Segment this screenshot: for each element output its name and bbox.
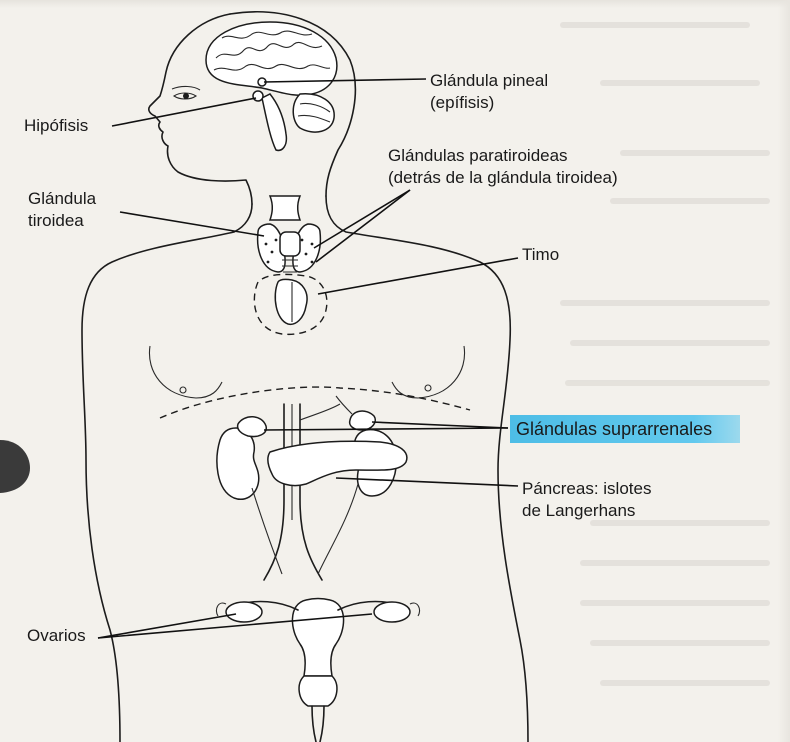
label-thyroid-line2: tiroidea xyxy=(28,210,96,232)
label-parathyroid-subtitle: (detrás de la glándula tiroidea) xyxy=(388,167,618,189)
label-pineal-subtitle: (epífisis) xyxy=(430,92,548,114)
label-adrenal-glands-highlighted: Glándulas suprarrenales xyxy=(510,415,740,443)
label-ovaries: Ovarios xyxy=(27,625,86,647)
label-thyroid-line1: Glándula xyxy=(28,189,96,208)
label-pineal-title: Glándula pineal xyxy=(430,71,548,90)
label-pineal-gland: Glándula pineal (epífisis) xyxy=(430,70,548,114)
label-pituitary: Hipófisis xyxy=(24,115,88,137)
label-parathyroid-title: Glándulas paratiroideas xyxy=(388,146,568,165)
show-through-text xyxy=(560,22,770,686)
label-pancreas-line2: de Langerhans xyxy=(522,500,651,522)
label-pancreas-line1: Páncreas: islotes xyxy=(522,479,651,498)
thymus xyxy=(254,274,327,334)
label-thyroid-gland: Glándula tiroidea xyxy=(28,188,96,232)
label-pancreas: Páncreas: islotes de Langerhans xyxy=(522,478,651,522)
pelvic-organs xyxy=(216,599,419,742)
abdominal-organs xyxy=(217,396,407,580)
label-thymus: Timo xyxy=(522,244,559,266)
label-parathyroid-glands: Glándulas paratiroideas (detrás de la gl… xyxy=(388,145,618,189)
brain xyxy=(206,22,337,150)
thumb-shadow xyxy=(0,440,30,493)
thyroid-gland xyxy=(258,196,321,272)
